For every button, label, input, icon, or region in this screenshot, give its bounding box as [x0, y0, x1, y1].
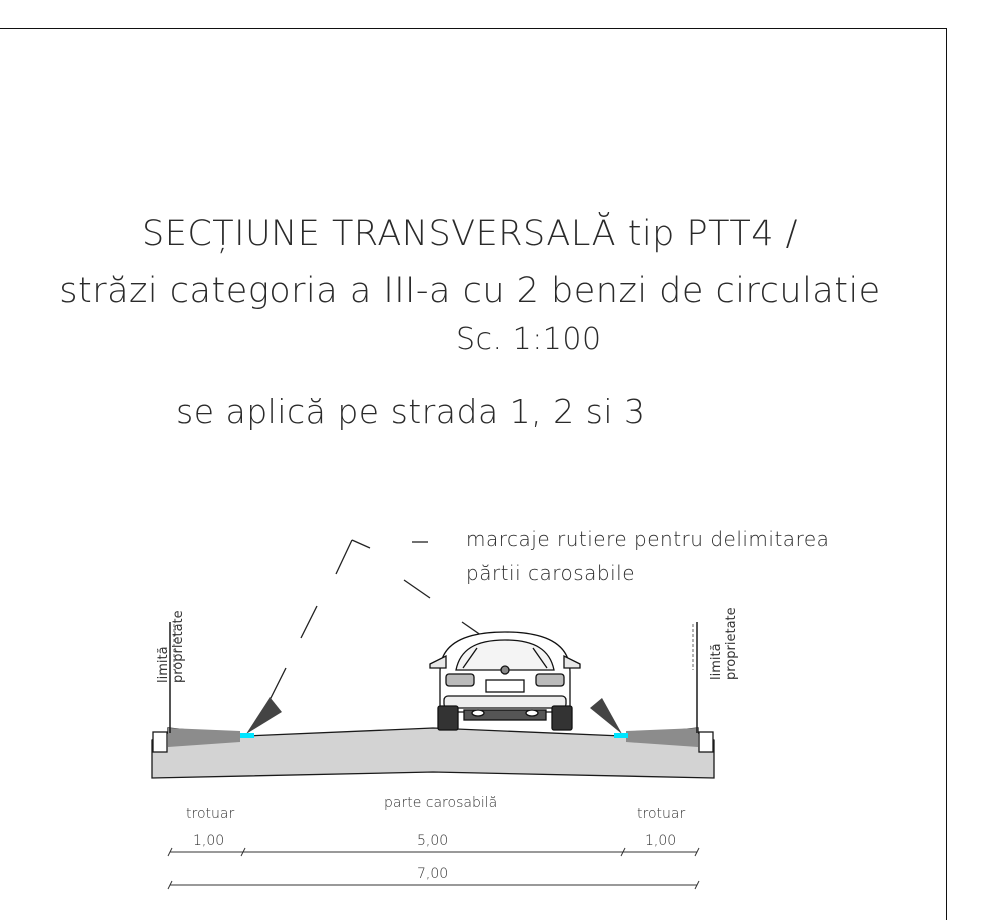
- sidewalk-label-right: trotuar: [637, 806, 686, 822]
- sidewalk-right: [626, 728, 698, 747]
- property-limit-label-left: limită proprietate: [156, 610, 186, 683]
- dim-total: 7,00: [417, 866, 449, 882]
- application-note: se aplică pe strada 1, 2 si 3: [176, 392, 646, 431]
- dim-roadway: 5,00: [417, 833, 449, 849]
- property-limit-label-right: limită proprietate: [709, 607, 739, 680]
- dim-sidewalk-right: 1,00: [645, 833, 677, 849]
- right-marker-arrow: [590, 698, 622, 734]
- road-marking-left: [240, 733, 254, 738]
- road-marking-right: [614, 733, 628, 738]
- marking-note-line1: marcaje rutiere pentru delimitarea: [466, 527, 830, 551]
- marking-note-line2: părtii carosabile: [466, 561, 636, 585]
- dimension-lines: [167, 847, 700, 890]
- left-marker-arrow: [246, 697, 282, 734]
- curb-left: [152, 731, 168, 753]
- section-title-line2: străzi categoria a III-a cu 2 benzi de c…: [59, 271, 881, 311]
- curb-right: [698, 731, 714, 753]
- drawing-frame: [0, 28, 947, 920]
- car-rear-view: [429, 631, 581, 731]
- roadway-label: parte carosabilă: [384, 795, 498, 811]
- sidewalk-label-left: trotuar: [186, 806, 235, 822]
- dim-sidewalk-left: 1,00: [193, 833, 225, 849]
- sidewalk-left: [168, 728, 240, 747]
- section-title-line1: SECȚIUNE TRANSVERSALĂ tip PTT4 /: [142, 214, 798, 254]
- scale-label: Sc. 1:100: [456, 322, 602, 357]
